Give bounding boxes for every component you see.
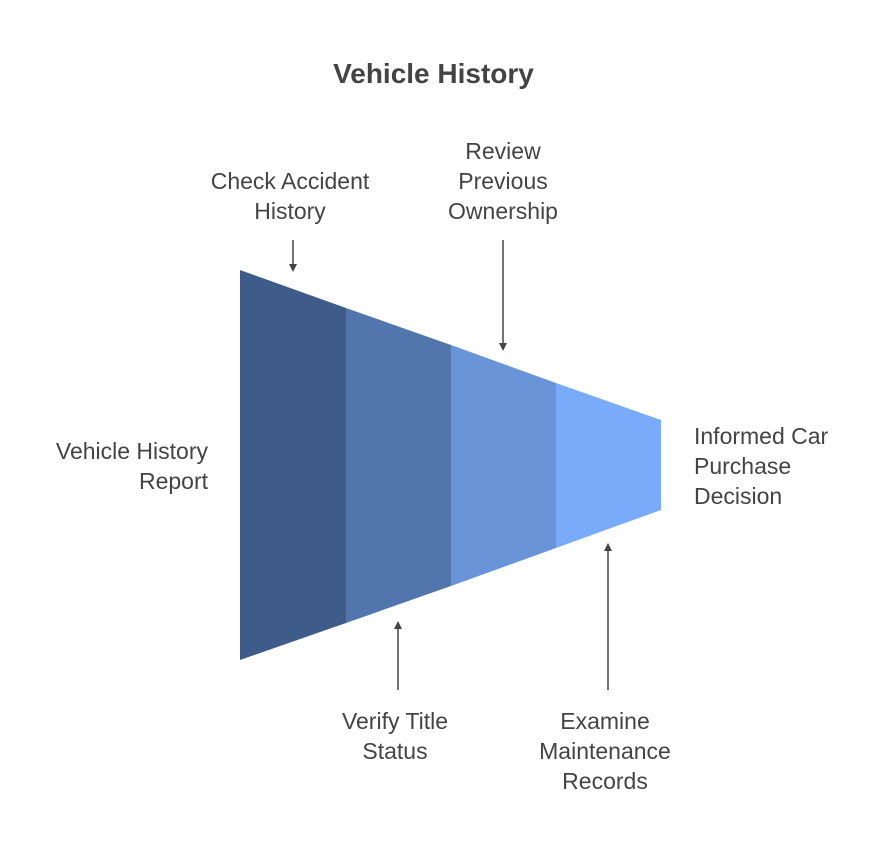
funnel-segment-4 — [556, 383, 661, 548]
stage-label-review-ownership: Review Previous Ownership — [403, 136, 603, 226]
stage-label-line: History — [254, 198, 326, 224]
funnel-segment-2 — [346, 308, 451, 623]
start-label-line: Vehicle History — [55, 438, 208, 464]
stage-label-line: Status — [362, 738, 428, 764]
funnel-segment-3 — [451, 345, 556, 586]
stage-label-check-accident: Check Accident History — [190, 166, 390, 226]
stage-label-line: Review — [465, 138, 541, 164]
stage-label-line: Records — [562, 768, 648, 794]
stage-label-line: Check Accident — [210, 168, 370, 194]
stage-label-examine-maintenance: Examine Maintenance Records — [505, 706, 705, 796]
stage-label-line: Maintenance — [539, 738, 671, 764]
stage-label-line: Examine — [560, 708, 650, 734]
stage-label-line: Previous — [458, 168, 548, 194]
start-label: Vehicle History Report — [20, 436, 208, 496]
end-label: Informed Car Purchase Decision — [694, 421, 874, 511]
stage-label-line: Verify Title — [341, 708, 449, 734]
diagram-title: Vehicle History — [333, 58, 534, 89]
funnel-segment-1 — [240, 270, 346, 660]
stage-label-verify-title: Verify Title Status — [295, 706, 495, 766]
end-label-line: Informed Car — [694, 423, 829, 449]
end-label-line: Decision — [694, 483, 783, 509]
start-label-line: Report — [138, 468, 208, 494]
stage-label-line: Ownership — [448, 198, 558, 224]
end-label-line: Purchase — [694, 453, 792, 479]
